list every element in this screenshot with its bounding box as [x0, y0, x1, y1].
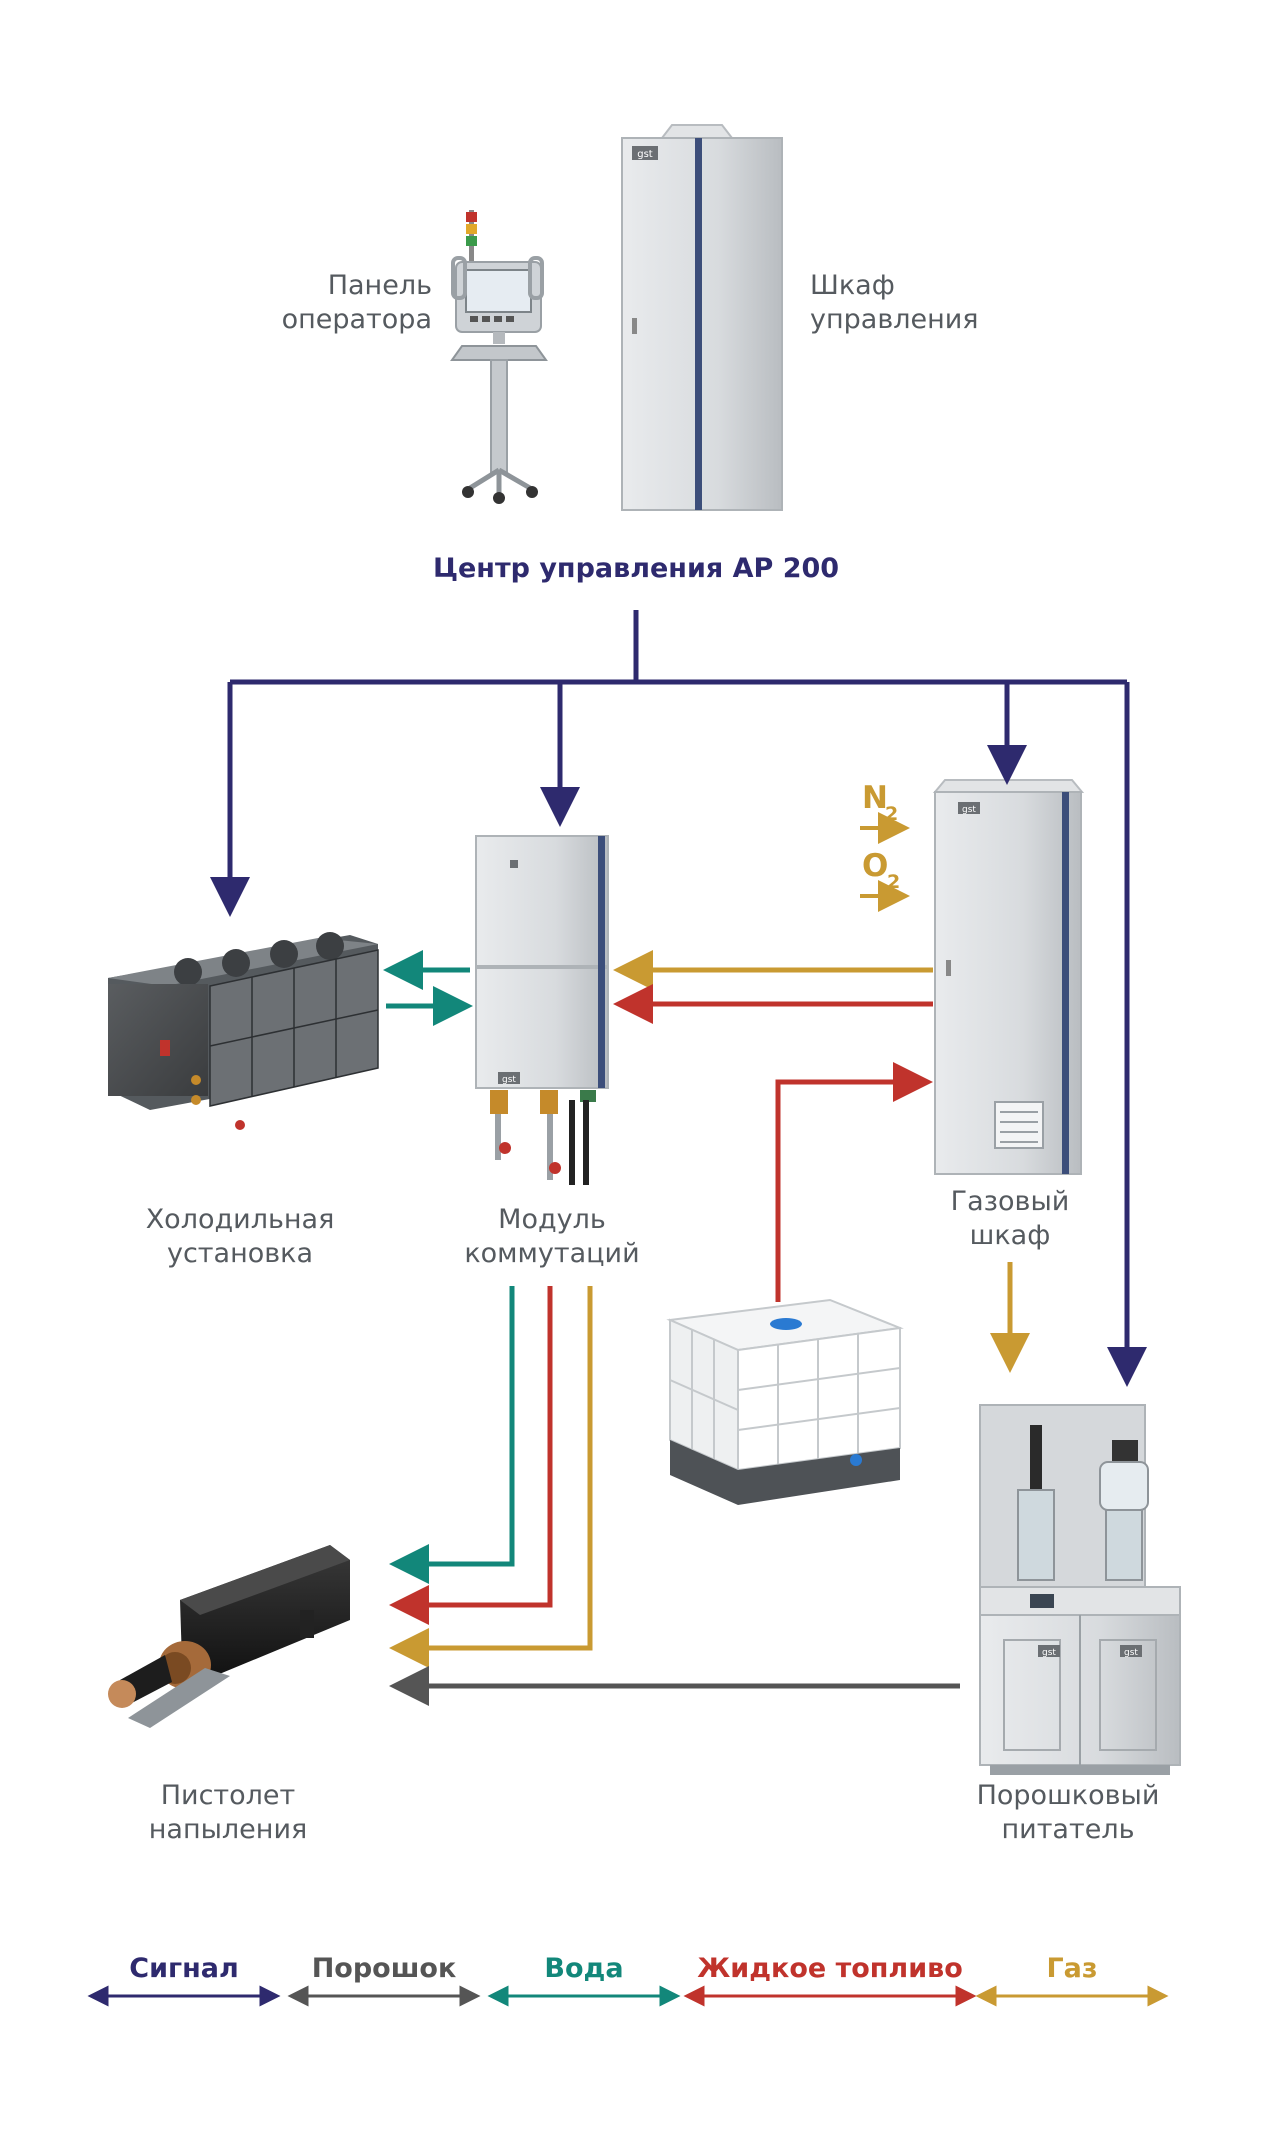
gas-cabinet-label: Газовый шкаф — [951, 1186, 1070, 1251]
switching-module-label-line2: коммутаций — [464, 1238, 639, 1269]
gas-cabinet-label-line2: шкаф — [970, 1220, 1051, 1251]
legend-label-gas: Газ — [1046, 1953, 1097, 1984]
spray-gun-label-line2: напыления — [149, 1814, 307, 1845]
switching-module-image: gst — [475, 835, 609, 1185]
gas-input-n2-symbol: N — [862, 780, 888, 816]
cooling-unit-image — [108, 932, 379, 1130]
gas-input-n2-sub: 2 — [885, 803, 898, 825]
gas-input-o2-symbol: O — [862, 848, 888, 884]
powder-feeder-label-line1: Порошковый — [977, 1780, 1160, 1811]
operator-panel-image — [450, 210, 548, 504]
operator-panel-label-line1: Панель — [328, 270, 432, 301]
control-cabinet-label-line1: Шкаф — [810, 270, 895, 301]
legend-label-fuel: Жидкое топливо — [697, 1953, 963, 1984]
switching-module-label-line1: Модуль — [498, 1204, 606, 1235]
fuel-tank-image — [666, 1298, 904, 1505]
cooling-unit-label: Холодильная установка — [146, 1204, 335, 1269]
gas-arrow-to-spray-gun — [389, 1286, 593, 1668]
control-cabinet-label: Шкаф управления — [810, 270, 979, 335]
legend-label-powder: Порошок — [312, 1953, 457, 1984]
control-cabinet-brand: gst — [637, 149, 653, 160]
gas-cabinet-image: gst — [932, 779, 1085, 1175]
powder-feeder-brand-right: gst — [1124, 1648, 1138, 1658]
legend-label-water: Вода — [544, 1953, 623, 1984]
page-title: Центр управления АР 200 — [433, 553, 839, 584]
legend-item-fuel: Жидкое топливо — [683, 1953, 977, 2007]
legend-label-signal: Сигнал — [129, 1953, 239, 1984]
legend-item-powder: Порошок — [287, 1953, 481, 2007]
gas-cabinet-label-line1: Газовый — [951, 1186, 1070, 1217]
water-lines-cooling — [383, 950, 473, 1026]
cooling-unit-label-line2: установка — [167, 1238, 313, 1269]
spray-gun-image — [108, 1545, 350, 1728]
gas-cabinet-brand: gst — [962, 805, 976, 815]
control-cabinet-label-line2: управления — [810, 304, 979, 335]
spray-gun-label-line1: Пистолет — [161, 1780, 296, 1811]
switching-module-label: Модуль коммутаций — [464, 1204, 639, 1269]
control-cabinet-image: gst — [621, 124, 783, 511]
switching-module-brand: gst — [502, 1075, 516, 1085]
powder-feeder-brand-left: gst — [1042, 1648, 1056, 1658]
legend: Сигнал Порошок Вода Жидкое топливо Газ — [87, 1953, 1169, 2007]
signal-lines — [210, 610, 1147, 1387]
gas-inputs: N 2 O 2 — [860, 780, 910, 912]
fuel-arrow-tank-to-gas-cabinet — [775, 1062, 933, 1302]
powder-feeder-label-line2: питатель — [1002, 1814, 1135, 1845]
powder-feeder-image: gst gst — [979, 1404, 1181, 1775]
spray-gun-label: Пистолет напыления — [149, 1780, 307, 1845]
gas-input-o2-sub: 2 — [887, 871, 900, 893]
operator-panel-label: Панель оператора — [282, 270, 432, 335]
legend-item-water: Вода — [487, 1953, 681, 2007]
fuel-arrow-to-spray-gun — [389, 1286, 553, 1625]
legend-item-gas: Газ — [975, 1953, 1169, 2007]
legend-item-signal: Сигнал — [87, 1953, 281, 2007]
water-arrow-to-spray-gun — [389, 1286, 515, 1584]
operator-panel-label-line2: оператора — [282, 304, 432, 335]
powder-feeder-label: Порошковый питатель — [977, 1780, 1160, 1845]
cooling-unit-label-line1: Холодильная — [146, 1204, 335, 1235]
module-to-gun-lines — [389, 1286, 593, 1668]
